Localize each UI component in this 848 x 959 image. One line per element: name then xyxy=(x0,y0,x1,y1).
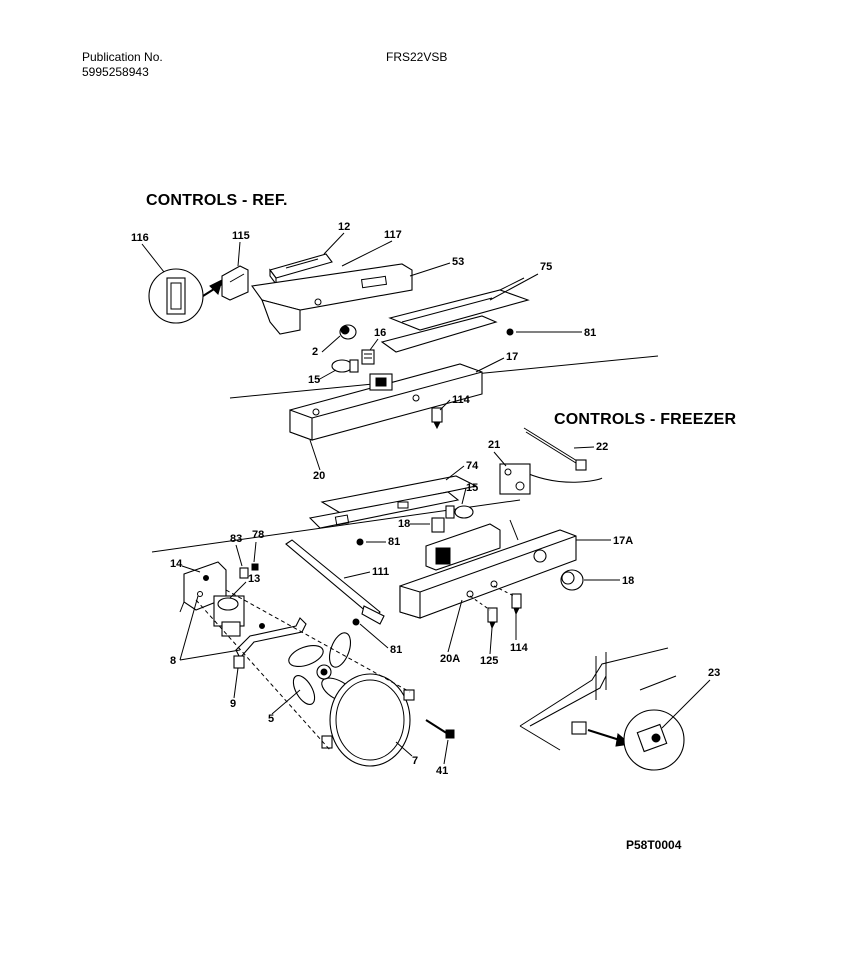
part-2-knob xyxy=(339,324,357,340)
callout-17A: 17A xyxy=(613,535,633,547)
callout-13: 13 xyxy=(248,573,260,585)
part-115 xyxy=(221,265,249,301)
part-21-thermostat xyxy=(499,463,531,495)
part-114 xyxy=(431,407,443,430)
callout-83: 83 xyxy=(230,533,242,545)
callout-22: 22 xyxy=(596,441,608,453)
callout-114: 114 xyxy=(452,394,471,406)
callout-21: 21 xyxy=(488,439,500,451)
callout-14: 14 xyxy=(170,558,183,570)
part-22 xyxy=(519,427,603,483)
part-16-socket xyxy=(361,349,375,365)
callout-78: 78 xyxy=(252,529,264,541)
part-23-inset xyxy=(519,647,685,771)
figure-code: P58T0004 xyxy=(626,838,682,852)
part-8-9-brackets xyxy=(233,617,307,669)
callout-20: 20 xyxy=(313,470,325,482)
part-5-fan-blade xyxy=(288,632,355,705)
part-116-detail xyxy=(148,268,223,324)
part-16-socket-freezer xyxy=(431,517,445,533)
callout-12: 12 xyxy=(338,221,350,233)
callout-23: 23 xyxy=(708,667,720,679)
part-17-housing xyxy=(289,363,483,441)
callout-18: 18 xyxy=(398,518,410,530)
part-13-motor xyxy=(213,595,245,637)
part-75 xyxy=(380,277,530,353)
callout-9: 9 xyxy=(230,698,236,710)
part-83-78 xyxy=(239,563,259,579)
callout-labels: 116 115 12 117 53 75 81 2 16 17 15 114 2… xyxy=(131,221,720,777)
callout-74: 74 xyxy=(466,460,479,472)
part-41-screw xyxy=(425,719,455,739)
callout-53: 53 xyxy=(452,256,464,268)
callout-7: 7 xyxy=(412,755,418,767)
part-114-freezer xyxy=(511,593,522,616)
part-18-knob xyxy=(560,569,584,591)
part-81-screws xyxy=(352,538,364,626)
callout-114: 114 xyxy=(510,642,529,654)
ref-controls-title: CONTROLS - REF. xyxy=(146,192,288,209)
callout-8: 8 xyxy=(170,655,176,667)
callout-125: 125 xyxy=(480,655,498,667)
freezer-controls-title: CONTROLS - FREEZER xyxy=(554,411,737,428)
publication-number: 5995258943 xyxy=(82,65,149,79)
callout-2: 2 xyxy=(312,346,318,358)
callout-5: 5 xyxy=(268,713,274,725)
callout-81: 81 xyxy=(584,327,596,339)
callout-116: 116 xyxy=(131,232,149,244)
part-74 xyxy=(308,475,478,529)
part-15-bulb xyxy=(331,359,359,373)
callout-75: 75 xyxy=(540,261,552,273)
part-15-bulb-freezer xyxy=(445,505,474,519)
part-17a-housing xyxy=(399,519,577,619)
callout-15: 15 xyxy=(308,374,320,386)
callout-41: 41 xyxy=(436,765,448,777)
part-53 xyxy=(251,263,413,335)
publication-label: Publication No. xyxy=(82,50,163,64)
assembly-lines xyxy=(195,585,515,751)
callout-115: 115 xyxy=(232,230,250,242)
callout-81: 81 xyxy=(388,536,400,548)
callout-111: 111 xyxy=(372,566,389,578)
callout-117: 117 xyxy=(384,229,402,241)
callout-81: 81 xyxy=(390,644,402,656)
callout-15: 15 xyxy=(466,482,478,494)
part-7-shroud xyxy=(321,673,415,767)
part-111 xyxy=(285,539,385,625)
model-number: FRS22VSB xyxy=(386,50,448,64)
callout-17: 17 xyxy=(506,351,518,363)
callout-16: 16 xyxy=(374,327,386,339)
part-125 xyxy=(487,607,498,630)
callout-18: 18 xyxy=(622,575,634,587)
leader-lines xyxy=(141,232,711,765)
callout-20A: 20A xyxy=(440,653,460,665)
part-81-screw xyxy=(506,328,514,336)
